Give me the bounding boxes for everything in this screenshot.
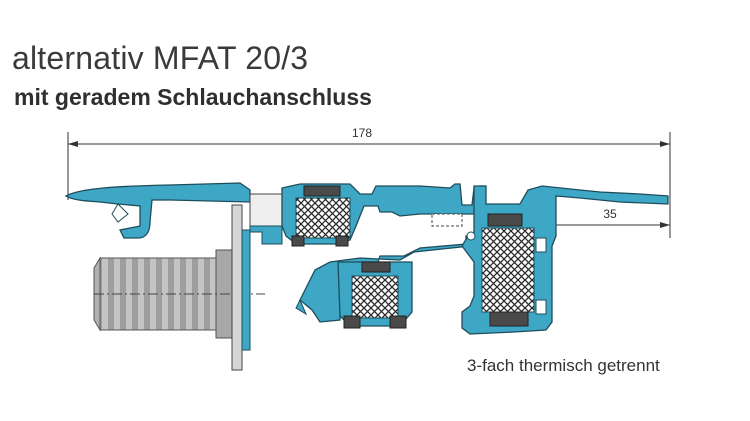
outer-flap [64,182,251,239]
caption-thermal-break: 3-fach thermisch getrennt [467,356,660,375]
hose-fitting [93,249,265,339]
diagram-title: alternativ MFAT 20/3 [12,40,309,76]
right-profile [461,185,669,335]
dimension-overall: 178 [67,126,671,238]
upper-profile [281,183,487,247]
dimension-nose: 35 [543,200,670,240]
lower-profile [295,235,475,329]
diagram-subtitle: mit geradem Schlauchanschluss [14,84,372,110]
flange-plate [231,193,283,371]
dimension-nose-label: 35 [603,207,617,221]
dimension-overall-label: 178 [352,126,372,140]
